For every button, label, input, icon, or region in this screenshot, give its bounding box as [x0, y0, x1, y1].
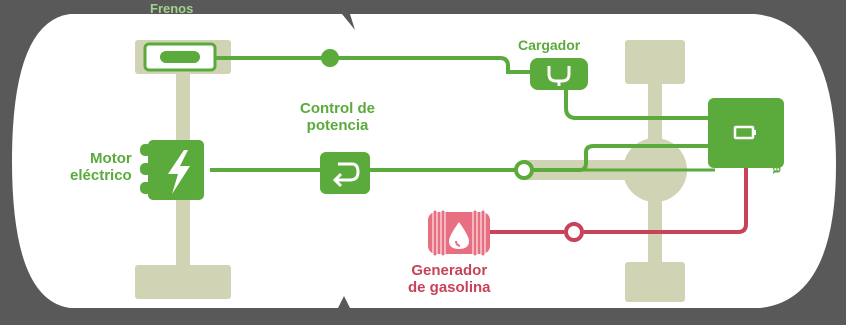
- power-control-box: [320, 152, 370, 194]
- power-control-label: Control de potencia: [300, 100, 375, 135]
- gasoline-circuit: [490, 168, 748, 234]
- battery-box: [708, 98, 784, 168]
- electric-circuit: [210, 56, 715, 172]
- fuel-drop-icon: [449, 222, 469, 249]
- power-control-label-line2: potencia: [306, 117, 369, 135]
- brake-disc-icon: [143, 42, 217, 72]
- car-body: [12, 14, 836, 308]
- generator-label-line1: Generador: [411, 262, 488, 279]
- motor-label-line2: eléctrico: [70, 167, 132, 185]
- battery-icon: [733, 125, 756, 140]
- gasoline-connector-node: [564, 222, 584, 242]
- generator-label-line2: de gasolina: [408, 279, 491, 297]
- plug-icon: [547, 66, 571, 86]
- motor-label-line1: Motor: [90, 150, 132, 167]
- return-arrow-icon: [332, 162, 360, 188]
- generator-label: Generador de gasolina: [408, 262, 491, 297]
- charger-box: [530, 58, 588, 90]
- lightning-bolt-icon: [168, 150, 190, 194]
- brake-junction-node: [321, 49, 339, 67]
- power-control-label-line1: Control de: [300, 100, 375, 117]
- charger-label: Cargador: [518, 37, 581, 53]
- battery-label: Batería: [770, 126, 786, 174]
- motor-label: Motor eléctrico: [70, 150, 132, 185]
- drive-connector-node: [514, 160, 534, 180]
- brakes-label: Frenos: [150, 1, 194, 16]
